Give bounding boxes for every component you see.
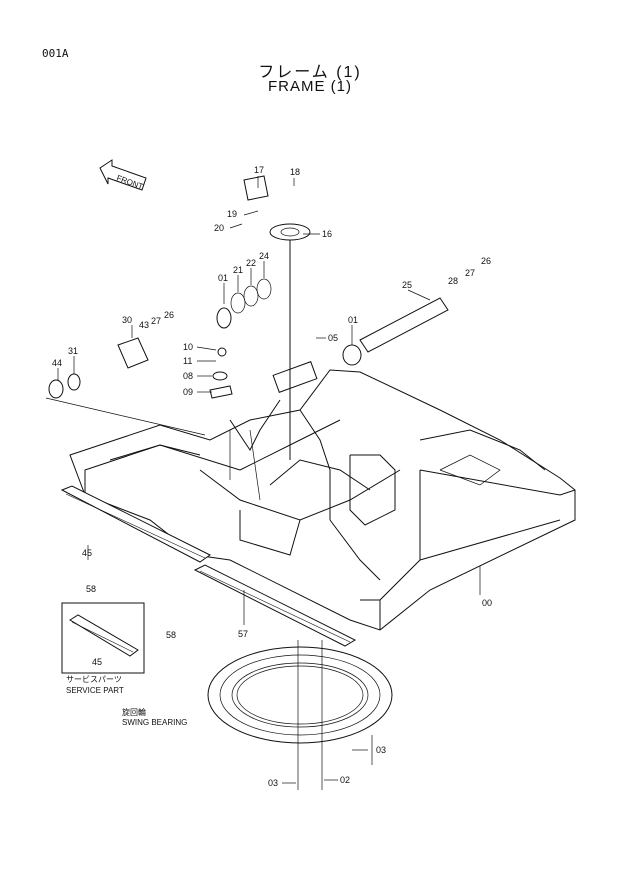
callout-45-right: 58 (166, 630, 176, 640)
callout-44: 57 (238, 629, 248, 639)
callout-03-right: 03 (376, 745, 386, 755)
callout-02: 02 (340, 775, 350, 785)
callout-14: 16 (322, 229, 332, 239)
side-step-rail (60, 485, 357, 647)
callout-28: 31 (68, 346, 78, 356)
callout-43-inset: 45 (92, 657, 102, 667)
callout-43: 45 (82, 548, 92, 558)
callout-09: 09 (183, 387, 193, 397)
callouts: 17 18 19 20 16 01 21 22 24 25 28 27 26 0… (52, 165, 492, 788)
service-part-jp: サービスパーツ (66, 675, 122, 684)
callout-24-left: 26 (164, 310, 174, 320)
leader-lines (57, 176, 481, 784)
callout-19: 25 (402, 280, 412, 290)
callout-21: 22 (246, 258, 256, 268)
front-arrow: FRONT (99, 159, 147, 191)
callout-08: 08 (183, 371, 193, 381)
callout-31: 44 (52, 358, 62, 368)
callout-20: 21 (233, 265, 243, 275)
callout-17: 19 (227, 209, 237, 219)
callout-15: 17 (254, 165, 264, 175)
title-english: FRAME (1) (268, 78, 352, 95)
callout-01-mid: 01 (348, 315, 358, 325)
callout-00: 00 (482, 598, 492, 608)
callout-05: 05 (328, 333, 338, 343)
callout-24-right: 26 (481, 256, 491, 266)
callout-16: 18 (290, 167, 300, 177)
swing-bearing-en: SWING BEARING (122, 718, 187, 727)
callout-22: 24 (259, 251, 269, 261)
callout-26: 28 (448, 276, 458, 286)
page-code: 001A (42, 47, 69, 60)
swing-bearing-jp: 旋回輪 (122, 707, 146, 717)
callout-25-left: 27 (151, 316, 161, 326)
title-japanese: フレーム (1) (258, 64, 362, 81)
service-part-inset (61, 602, 145, 674)
callout-30: 43 (139, 320, 149, 330)
callout-01-top: 01 (218, 273, 228, 283)
callout-11: 11 (183, 356, 192, 366)
callout-03-left: 03 (268, 778, 278, 788)
main-frame (69, 361, 576, 631)
callout-27: 30 (122, 315, 132, 325)
service-part-en: SERVICE PART (66, 686, 124, 695)
swing-bearing (207, 640, 393, 790)
upper-parts (45, 175, 449, 460)
callout-25-right: 27 (465, 268, 475, 278)
callout-45-left: 58 (86, 584, 96, 594)
callout-18: 20 (214, 223, 224, 233)
callout-10: 10 (183, 342, 193, 352)
